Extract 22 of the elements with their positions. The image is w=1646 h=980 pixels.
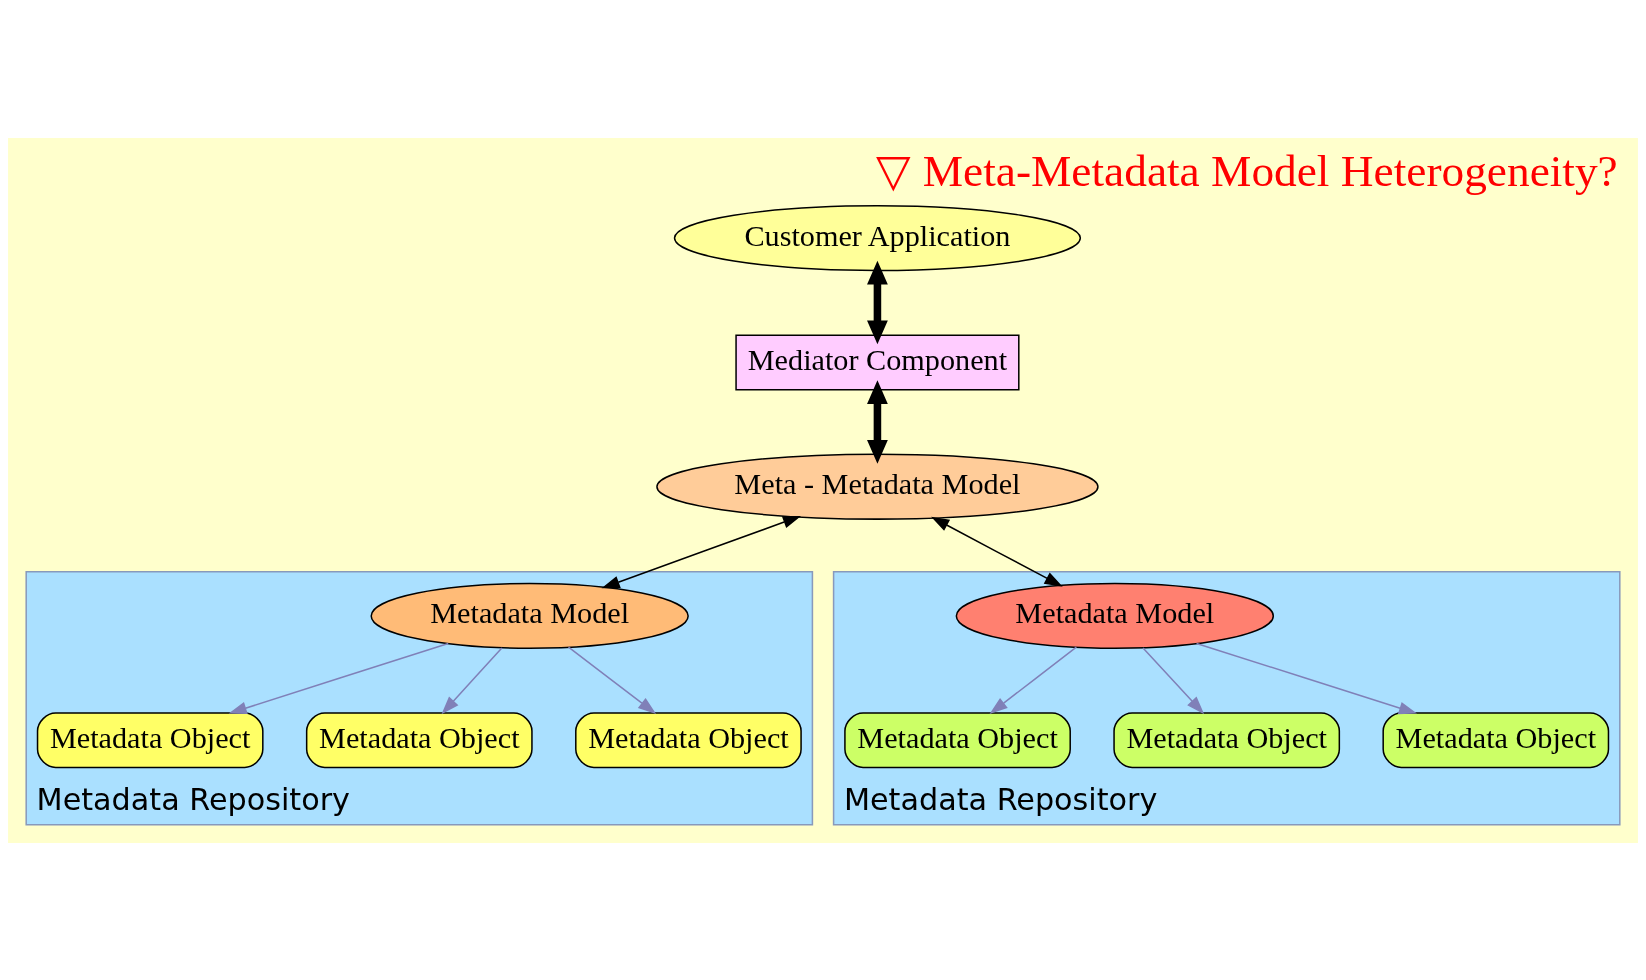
node-box: Metadata Object: [36, 711, 264, 768]
arrow: [931, 516, 1063, 587]
node-box: Mediator Component: [735, 333, 1020, 390]
node-ellipse: Meta - Metadata Model: [656, 453, 1099, 520]
node-box: Metadata Object: [844, 711, 1071, 768]
arrow: [228, 642, 449, 714]
node-box: Metadata Object: [575, 711, 802, 768]
node-box: Metadata Object: [1113, 711, 1341, 768]
node-ellipse: Metadata Model: [955, 582, 1274, 649]
arrow: [441, 646, 503, 714]
arrow: [567, 645, 657, 714]
diagram-title: ▽ Meta-Metadata Model Heterogeneity?: [876, 145, 1618, 196]
arrow: [1195, 642, 1418, 714]
arrow: [1142, 646, 1205, 714]
node-box: Metadata Object: [1382, 711, 1610, 768]
arrow: [989, 645, 1078, 714]
arrow: [601, 515, 802, 588]
arrow: [867, 379, 888, 464]
node-ellipse: Customer Application: [673, 204, 1082, 271]
arrow: [867, 260, 888, 344]
node-ellipse: Metadata Model: [370, 582, 689, 649]
node-box: Metadata Object: [305, 711, 533, 768]
